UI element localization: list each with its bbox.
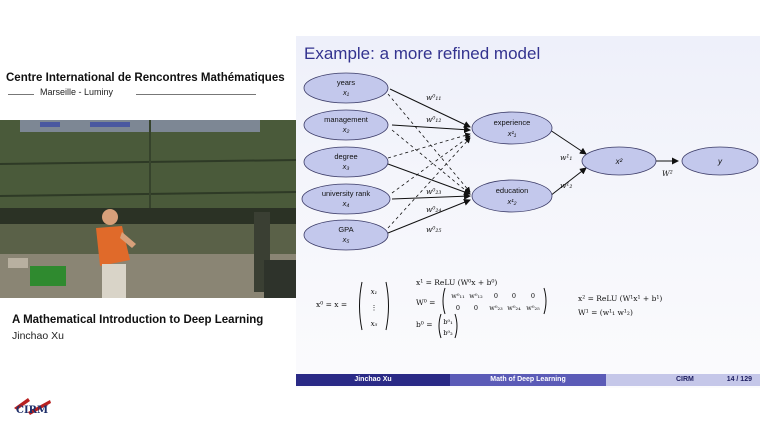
cirm-logo: CIRM <box>14 398 54 423</box>
slide-title: Example: a more refined model <box>304 44 541 63</box>
svg-text:x₅: x₅ <box>371 320 378 328</box>
input-node-management: management x₂ <box>303 109 389 141</box>
svg-text:x₅: x₅ <box>342 235 350 244</box>
svg-text:w¹₁: w¹₁ <box>560 153 572 162</box>
svg-text:x₂: x₂ <box>342 125 350 134</box>
hidden-node-education: education x¹₂ <box>471 179 553 213</box>
svg-text:⋮: ⋮ <box>371 304 378 312</box>
svg-text:x₁: x₁ <box>342 88 350 97</box>
svg-text:b⁰₂: b⁰₂ <box>443 329 453 337</box>
svg-text:x¹₁: x¹₁ <box>507 129 517 138</box>
eq-x2: x² = ReLU (W¹x¹ + b¹) <box>578 294 663 303</box>
svg-text:x¹₂: x¹₂ <box>506 197 516 206</box>
svg-text:w⁰₁₁: w⁰₁₁ <box>426 93 441 102</box>
svg-text:w¹₂: w¹₂ <box>560 181 572 190</box>
svg-text:0: 0 <box>456 304 460 312</box>
footer-org-page: CIRM 14 / 129 <box>606 374 760 386</box>
svg-text:b⁰₁: b⁰₁ <box>443 318 453 326</box>
svg-text:degree: degree <box>334 152 357 161</box>
svg-text:0: 0 <box>512 292 516 300</box>
svg-text:w⁰₂₅: w⁰₂₅ <box>526 304 540 312</box>
talk-title: A Mathematical Introduction to Deep Lear… <box>12 314 264 326</box>
footer-page-number: 14 / 129 <box>726 376 752 383</box>
output-node: y <box>681 146 759 176</box>
svg-text:management: management <box>324 115 369 124</box>
svg-text:0: 0 <box>531 292 535 300</box>
institution-location: Marseille - Luminy <box>6 87 296 101</box>
input-node-years: years x₁ <box>303 72 389 104</box>
eq-x1: x¹ = ReLU (W⁰x + b⁰) <box>416 278 498 287</box>
eq-b0-vector: b⁰₁ b⁰₂ <box>438 313 458 339</box>
slide-footer: Jinchao Xu Math of Deep Learning CIRM 14… <box>296 374 760 386</box>
talk-speaker: Jinchao Xu <box>12 330 64 342</box>
svg-text:w⁰₁₂: w⁰₁₂ <box>469 292 483 300</box>
svg-text:0: 0 <box>474 304 478 312</box>
svg-text:years: years <box>337 78 356 87</box>
eq-b0: b⁰ = <box>416 320 433 329</box>
eq-W1: W¹ = (w¹₁ w¹₂) <box>578 308 633 317</box>
svg-text:W²: W² <box>662 169 673 178</box>
input-node-university-rank: university rank x₄ <box>301 183 391 215</box>
eq-W0: W⁰ = <box>416 298 436 307</box>
svg-text:w⁰₂₄: w⁰₂₄ <box>426 205 441 214</box>
eq-x0-vector: x₁ ⋮ x₅ <box>359 281 389 331</box>
svg-text:x₄: x₄ <box>342 199 350 208</box>
svg-text:w⁰₂₃: w⁰₂₃ <box>426 187 441 196</box>
input-node-degree: degree x₃ <box>303 146 389 178</box>
eq-W0-matrix: w⁰₁₁ w⁰₁₂ 0 0 0 0 0 w⁰₂₃ w⁰₂₄ w⁰₂₅ <box>442 287 547 315</box>
svg-text:x₃: x₃ <box>342 162 350 171</box>
institution-name: Centre International de Rencontres Mathé… <box>6 72 285 84</box>
slide: Example: a more refined model yea <box>296 36 760 388</box>
svg-text:university rank: university rank <box>322 189 371 198</box>
hidden-node-experience: experience x¹₁ <box>471 111 553 145</box>
sidebar-panel: Centre International de Rencontres Mathé… <box>0 0 296 427</box>
svg-text:w⁰₁₂: w⁰₁₂ <box>426 115 441 124</box>
second-layer-node: x² <box>581 146 657 176</box>
eq-x0: x⁰ = x = <box>316 300 348 309</box>
footer-org: CIRM <box>676 376 694 383</box>
svg-text:experience: experience <box>494 118 531 127</box>
svg-text:0: 0 <box>494 292 498 300</box>
svg-text:GPA: GPA <box>338 225 353 234</box>
weight-labels: w⁰₁₁ w⁰₁₂ w⁰₂₃ w⁰₂₄ w⁰₂₅ w¹₁ w¹₂ W² <box>426 93 673 234</box>
svg-text:w⁰₁₁: w⁰₁₁ <box>451 292 465 300</box>
neural-network-diagram: years x₁ management x₂ degree x₃ univers… <box>301 72 759 251</box>
svg-text:education: education <box>496 186 529 195</box>
svg-text:w⁰₂₃: w⁰₂₃ <box>489 304 503 312</box>
divider-right <box>136 94 256 95</box>
svg-text:w⁰₂₅: w⁰₂₅ <box>426 225 441 234</box>
svg-text:x₁: x₁ <box>371 288 378 296</box>
svg-text:CIRM: CIRM <box>16 405 48 416</box>
svg-text:x²: x² <box>615 157 623 166</box>
solid-edges <box>387 88 679 234</box>
divider-left <box>8 94 34 95</box>
input-node-gpa: GPA x₅ <box>303 219 389 251</box>
footer-title: Math of Deep Learning <box>450 374 606 386</box>
speaker-video[interactable] <box>0 120 296 298</box>
footer-author: Jinchao Xu <box>296 374 450 386</box>
dashed-edges <box>387 93 471 229</box>
lecture-hall-image <box>0 120 296 298</box>
svg-text:w⁰₂₄: w⁰₂₄ <box>507 304 521 312</box>
svg-text:y: y <box>717 157 723 166</box>
